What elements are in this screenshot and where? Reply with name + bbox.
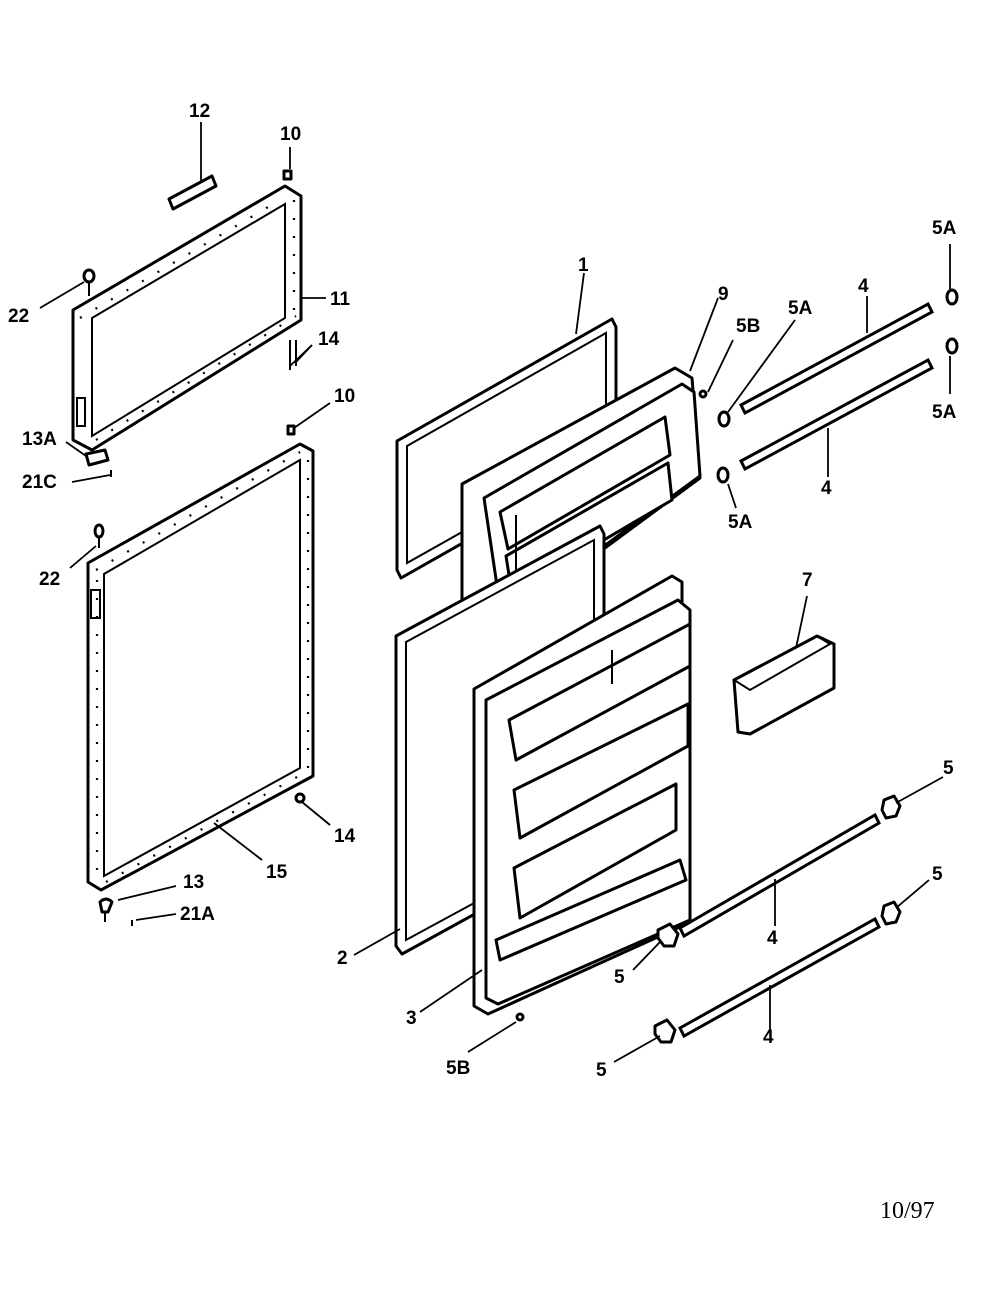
label-part-5a-right: 5A (932, 402, 957, 423)
label-part-4-middle: 4 (821, 478, 832, 499)
label-part-2: 2 (337, 948, 348, 969)
label-part-14-upper: 14 (318, 329, 340, 350)
fresh-food-door-panel (86, 442, 315, 892)
label-part-15: 15 (266, 862, 288, 883)
label-part-5-right-lower: 5 (932, 864, 943, 885)
label-part-12: 12 (189, 101, 210, 122)
rail-upper-a (739, 301, 934, 416)
rail-upper-b (739, 357, 934, 472)
label-part-5-left-upper: 5 (614, 967, 625, 988)
label-part-5-left-lower: 5 (596, 1060, 607, 1081)
door-liner-lower (472, 574, 692, 1016)
label-part-4-lower: 4 (767, 928, 778, 949)
label-part-9: 9 (718, 284, 729, 305)
label-part-11: 11 (330, 289, 351, 310)
label-part-1: 1 (578, 255, 589, 276)
label-part-22-lower: 22 (39, 569, 60, 590)
label-part-4-bottom: 4 (763, 1027, 774, 1048)
label-part-5a-left-upper: 5A (788, 298, 813, 319)
end-caps-5 (515, 794, 902, 1044)
label-part-21c: 21C (22, 472, 57, 493)
label-part-4-upper: 4 (858, 276, 869, 297)
screw-parts-lower (93, 424, 306, 926)
label-part-13a: 13A (22, 429, 57, 450)
revision-date: 10/97 (880, 1198, 935, 1224)
label-part-7: 7 (802, 570, 813, 591)
rail-lower-a (678, 812, 881, 939)
dairy-door (731, 634, 836, 736)
door-liner-upper (460, 366, 702, 624)
label-part-5-right-upper: 5 (943, 758, 954, 779)
label-part-5b-upper: 5B (736, 316, 760, 337)
rail-lower-b (678, 916, 881, 1039)
label-part-22-upper: 22 (8, 306, 29, 327)
leader-lines (39, 122, 951, 1063)
label-part-5a-lower: 5A (728, 512, 753, 533)
label-part-10-upper: 10 (280, 124, 301, 145)
label-part-13: 13 (183, 872, 204, 893)
label-part-5a-top-right: 5A (932, 218, 957, 239)
end-caps-5a (698, 288, 959, 484)
label-part-5b-lower: 5B (446, 1058, 470, 1079)
label-part-21a: 21A (180, 904, 215, 925)
callout-labels: 12 10 22 11 14 13A 21C 10 22 14 15 13 21… (8, 101, 957, 1081)
label-part-14-lower: 14 (334, 826, 356, 847)
handle-trim-12 (167, 174, 218, 211)
label-part-3: 3 (406, 1008, 417, 1029)
label-part-10-lower: 10 (334, 386, 355, 407)
freezer-door-panel (71, 184, 303, 452)
